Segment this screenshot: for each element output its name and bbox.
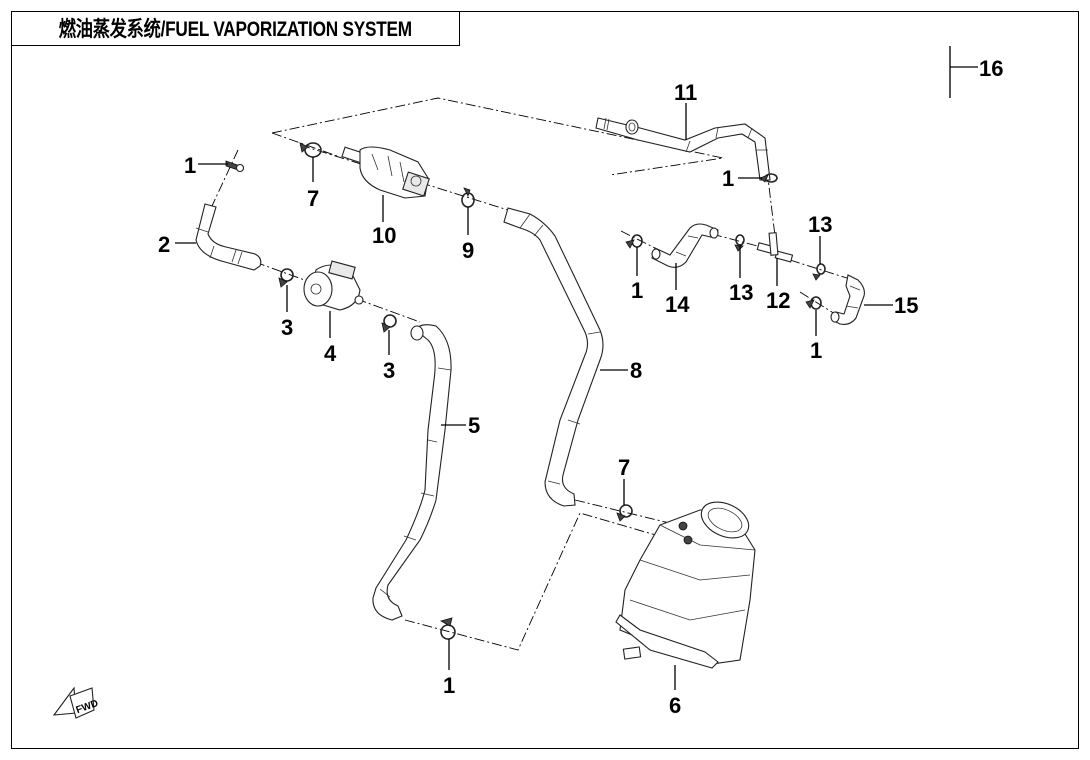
callout-1: 1	[443, 673, 455, 698]
callout-labels: 1 2 7 10 9 3 4 3 5 8 1 11 1 13 1 14 13 1…	[158, 56, 1003, 718]
callout-14: 14	[665, 292, 690, 317]
diagram-title: 燃油蒸发系统/FUEL VAPORIZATION SYSTEM	[58, 18, 412, 41]
callout-5: 5	[468, 413, 480, 438]
charcoal-canister-6	[615, 501, 756, 669]
axis-line	[404, 512, 691, 651]
callout-7: 7	[618, 455, 630, 480]
clamp-7-bottom	[616, 504, 633, 522]
clamp-3-left	[278, 268, 294, 288]
clamp-1-right-top	[759, 173, 778, 183]
hose-15	[830, 274, 865, 325]
assembly-axis-lines	[211, 97, 851, 651]
leader-lines	[175, 66, 978, 690]
callout-8: 8	[630, 358, 642, 383]
clamp-13-right	[812, 263, 826, 281]
callout-13: 13	[808, 212, 832, 237]
fwd-direction-marker: FWD	[52, 686, 100, 719]
callout-7: 7	[307, 186, 319, 211]
callout-13: 13	[729, 280, 753, 305]
drawing-frame	[11, 11, 1079, 749]
fuel-pump-4	[303, 260, 364, 311]
callout-16: 16	[979, 56, 1003, 81]
clamp-1-right-left	[625, 234, 643, 249]
hose-14	[651, 223, 719, 268]
axis-line	[711, 233, 766, 249]
callout-6: 6	[669, 693, 681, 718]
hose-8	[503, 207, 604, 507]
clamp-1-right-bottom	[805, 296, 822, 310]
callout-10: 10	[372, 223, 396, 248]
clamp-1-bottom	[439, 617, 456, 640]
axis-line	[271, 132, 341, 158]
axis-line	[620, 230, 656, 249]
axis-line	[789, 259, 851, 280]
callout-15: 15	[894, 293, 918, 318]
callout-3: 3	[281, 315, 293, 340]
callout-3: 3	[383, 358, 395, 383]
callout-1: 1	[631, 278, 643, 303]
callout-1: 1	[722, 166, 734, 191]
callout-11: 11	[674, 80, 697, 105]
callout-4: 4	[324, 341, 337, 366]
hose-11	[595, 117, 771, 181]
clamp-7-top	[299, 142, 322, 158]
axis-polygon-top	[271, 97, 724, 176]
callout-1: 1	[184, 153, 196, 178]
callout-1: 1	[810, 338, 822, 363]
title-block: 燃油蒸发系统/FUEL VAPORIZATION SYSTEM	[11, 11, 460, 46]
hose-5	[372, 324, 452, 621]
hose-2	[195, 203, 262, 271]
axis-line	[799, 291, 836, 315]
axis-line	[766, 169, 776, 237]
axis-line	[211, 149, 239, 207]
callout-12: 12	[766, 288, 790, 313]
callout-2: 2	[158, 232, 170, 257]
tee-fitting-12	[756, 232, 794, 263]
clamp-3-right	[381, 314, 397, 333]
canister-valve-10	[341, 146, 430, 199]
axis-line	[254, 261, 421, 323]
callout-9: 9	[462, 238, 474, 263]
